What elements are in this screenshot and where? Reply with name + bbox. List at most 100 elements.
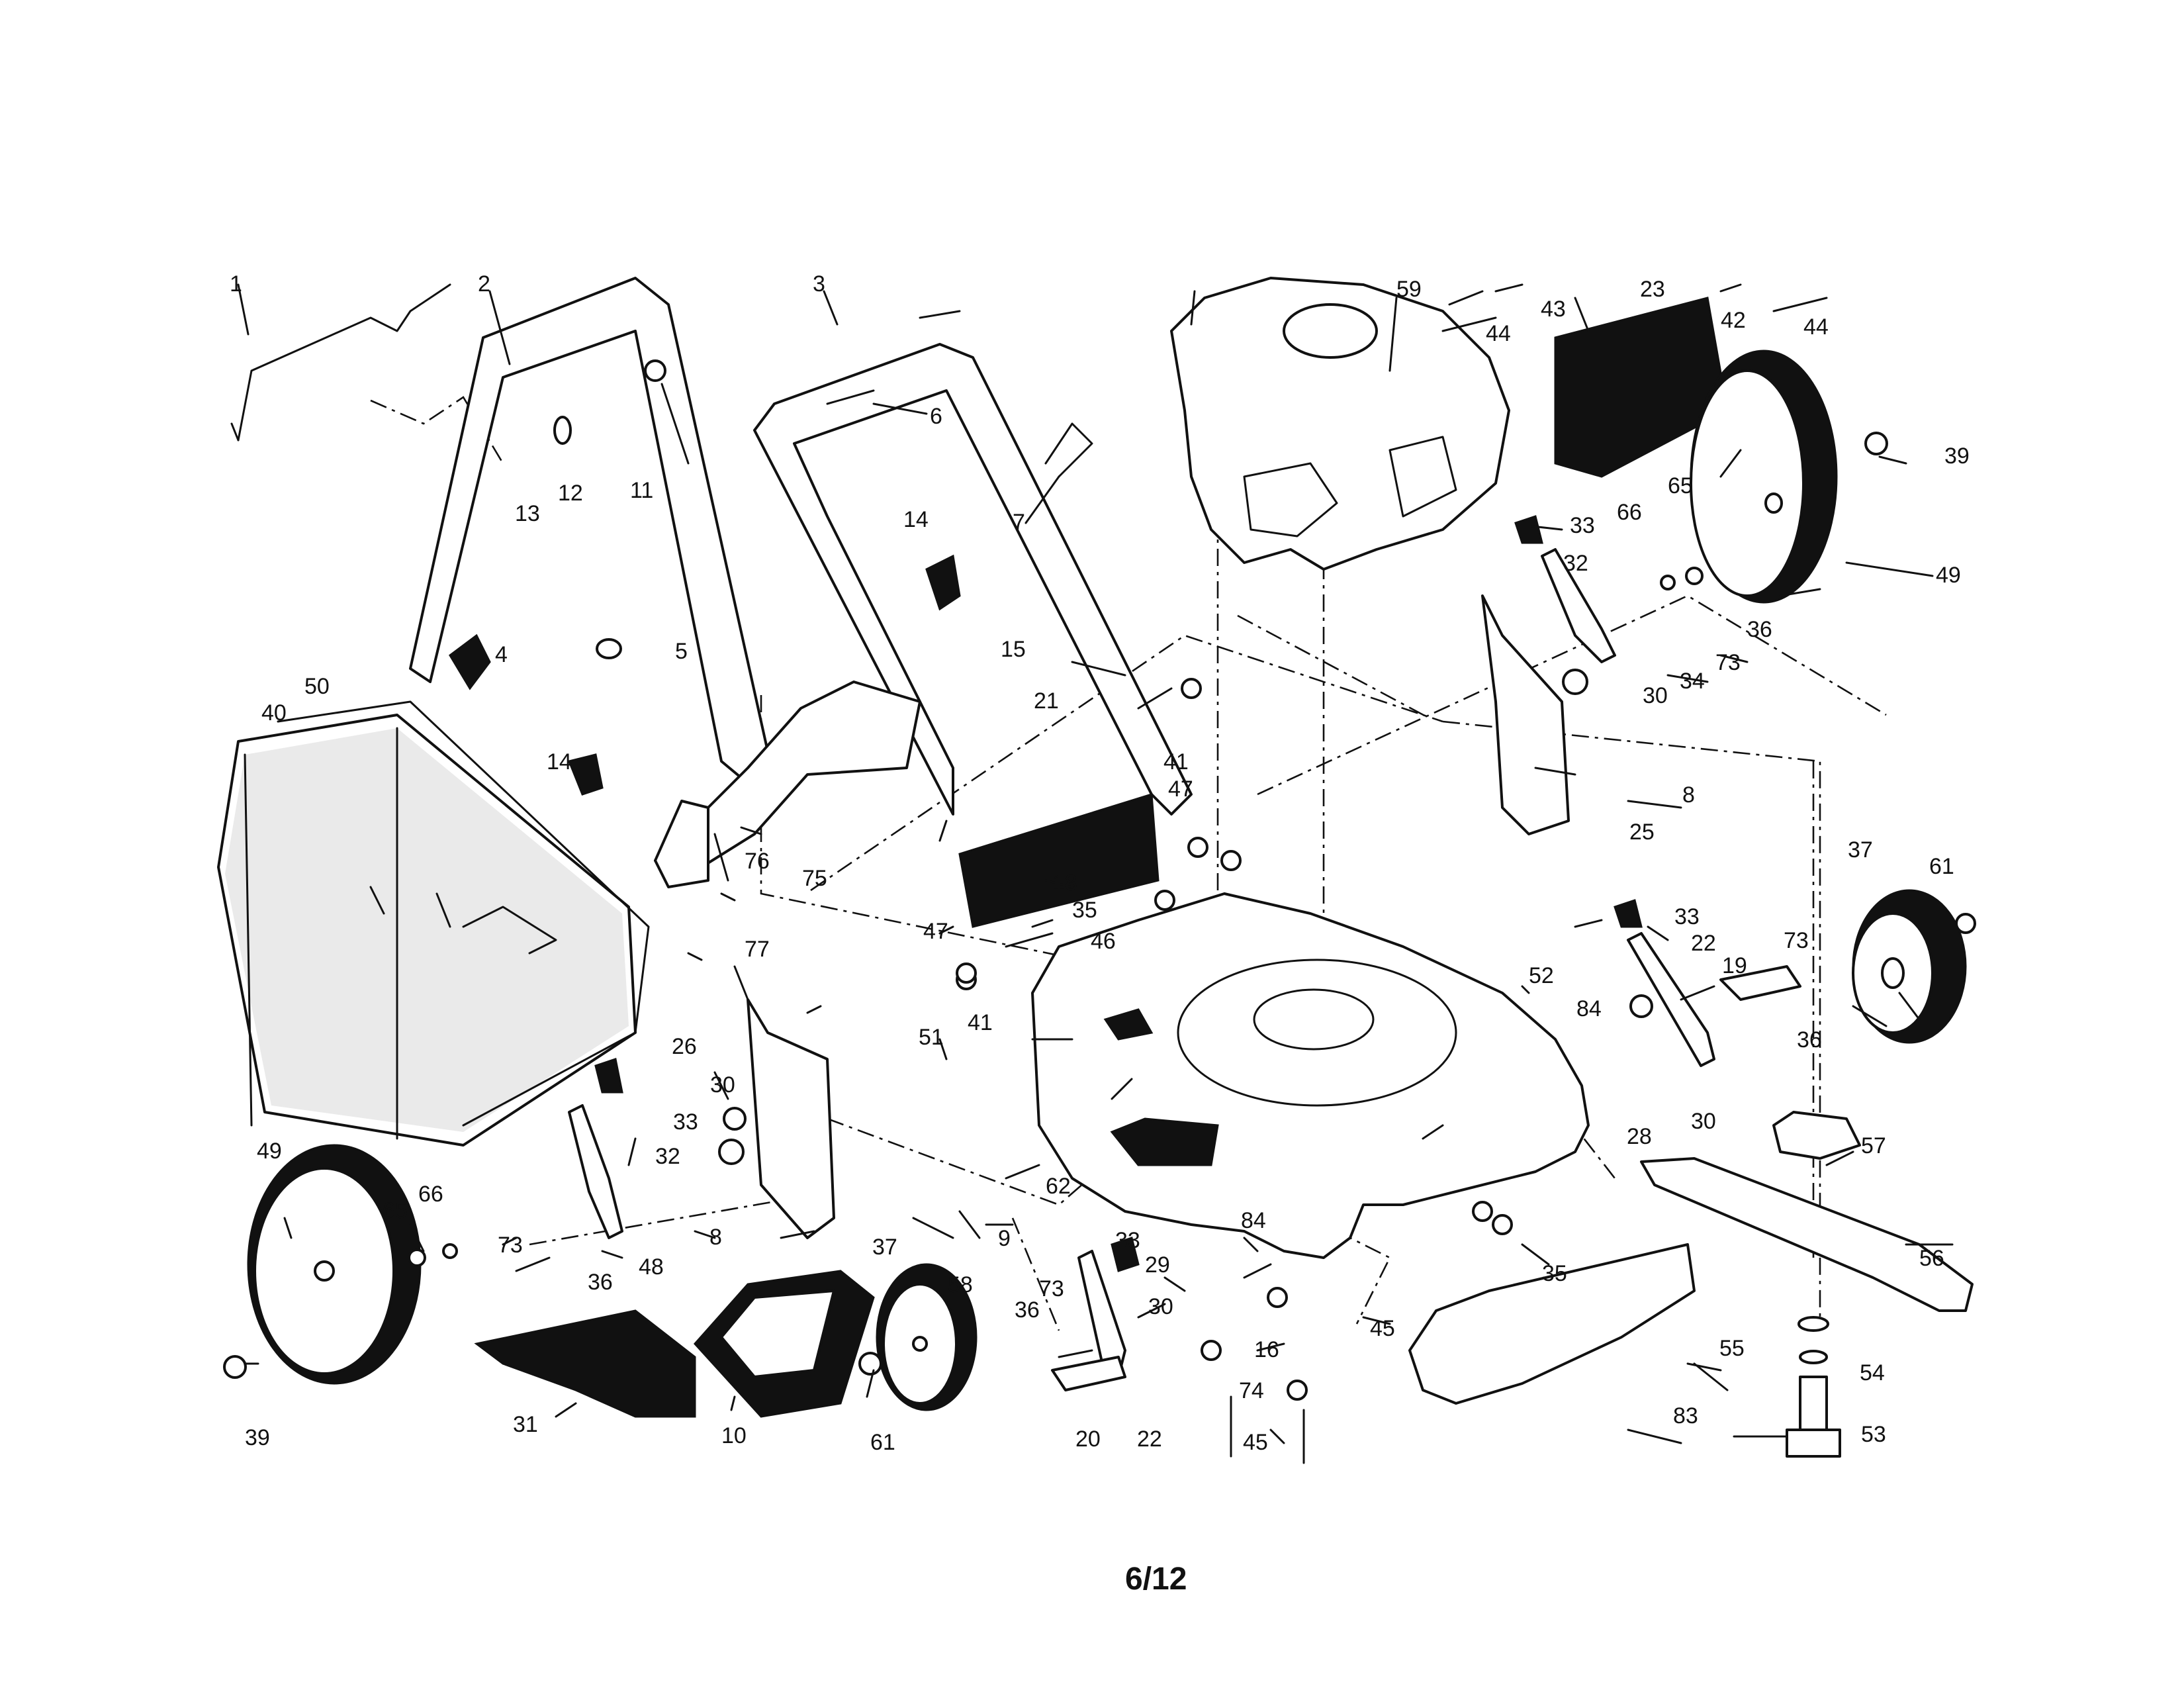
callout-43: 43 [1541,297,1566,322]
callout-41: 41 [1163,749,1189,774]
rear-wheel-left [247,1144,422,1385]
callout-32b: 32 [655,1144,680,1169]
side-skirt [474,1309,696,1418]
callout-3: 3 [813,271,825,297]
callout-33d: 33 [1115,1228,1140,1253]
rear-flap [958,793,1160,928]
callout-48: 48 [639,1254,664,1280]
baffle [1408,1243,1696,1405]
chute-hinge [654,800,709,888]
callout-2: 2 [478,271,490,297]
callout-56: 56 [1919,1246,1944,1271]
callout-22b: 22 [1137,1427,1162,1452]
callout-8: 8 [709,1225,722,1250]
callout-75: 75 [802,866,827,891]
callout-46: 46 [1091,929,1116,954]
rear-wheel-right [1690,350,1838,604]
callout-74: 74 [1239,1378,1264,1403]
callout-54: 54 [1860,1360,1885,1385]
front-shield [693,1270,875,1418]
callout-42: 42 [1721,308,1746,333]
callout-61b: 61 [870,1430,895,1455]
mulch-plug [1103,1008,1154,1041]
callout-8b: 8 [1682,782,1695,808]
callout-12: 12 [558,481,583,506]
callout-18: 18 [1052,870,1077,896]
engine [1170,277,1510,571]
callout-58: 58 [948,1272,973,1297]
callout-53: 53 [1861,1422,1886,1447]
control-bar [230,283,451,442]
callout-26: 26 [672,1034,697,1059]
callout-16: 16 [1254,1337,1279,1362]
callout-10: 10 [721,1423,747,1448]
callout-57: 57 [1861,1133,1886,1158]
rear-chute [654,680,921,868]
callout-30c: 30 [710,1072,735,1098]
height-adjuster-left [718,998,835,1239]
blade-adapter [1772,1111,1861,1160]
callout-66b: 66 [418,1182,443,1207]
callout-73d: 73 [1039,1276,1064,1301]
callout-40: 40 [261,700,287,726]
callout-51: 51 [919,1025,944,1050]
callout-45: 45 [1370,1316,1395,1341]
callout-36b: 36 [1797,1027,1822,1053]
hardware [408,567,1715,1464]
callout-66: 66 [1617,500,1642,525]
callout-73c: 73 [498,1233,523,1258]
rear-baffle [1554,297,1729,478]
bag-frame [277,700,650,1127]
callout-30: 30 [1643,683,1668,708]
callout-20: 20 [1075,1427,1101,1452]
callout-47b: 47 [923,919,948,944]
callout-39b: 39 [245,1425,270,1450]
callout-47: 47 [1168,776,1193,802]
callout-73b: 73 [1784,928,1809,953]
callout-34: 34 [1680,669,1705,694]
callout-33c: 33 [673,1109,698,1135]
callout-32: 32 [1563,551,1588,576]
callout-30d: 30 [1148,1294,1173,1319]
leader-lines [237,283,1954,1444]
callout-84: 84 [1576,996,1602,1021]
upper-handle [409,277,776,796]
callout-35: 35 [1072,898,1097,923]
callout-7: 7 [1013,510,1025,535]
callout-49: 49 [1936,563,1961,588]
callout-45b: 45 [1243,1430,1268,1455]
cable-tie [1044,422,1093,478]
callout-13: 13 [515,501,540,526]
callout-36c: 36 [588,1270,613,1295]
callout-14: 14 [903,507,929,532]
top-bolt [1441,297,1828,332]
callout-83: 83 [1673,1403,1698,1429]
callout-50: 50 [304,674,330,699]
callout-37b: 37 [872,1235,897,1260]
callout-73: 73 [1715,650,1741,675]
callout-9: 9 [998,1226,1011,1251]
callout-19: 19 [1722,953,1747,978]
front-wheel-left [876,1263,978,1411]
callout-62: 62 [1046,1174,1071,1199]
front-wheel-right [1852,889,1967,1044]
callout-33b: 33 [1674,904,1700,929]
mounting-bracket [1051,965,1801,1391]
callout-44b: 44 [1803,314,1829,340]
callout-28: 28 [1627,1124,1652,1149]
height-spring [912,1210,981,1239]
grass-bag [217,714,637,1147]
callout-14b: 14 [547,749,572,774]
mower-deck [1031,892,1590,1259]
callout-65b: 65 [383,1198,408,1223]
callout-35b: 35 [1542,1261,1567,1286]
callout-65: 65 [1668,473,1693,498]
callout-31: 31 [513,1412,538,1437]
lever-grip [594,515,1643,1272]
callout-44: 44 [1486,321,1511,346]
callout-4: 4 [495,642,508,667]
adjuster-lever [568,548,1715,1378]
callout-52: 52 [1529,963,1554,988]
callout-15: 15 [1001,637,1026,662]
